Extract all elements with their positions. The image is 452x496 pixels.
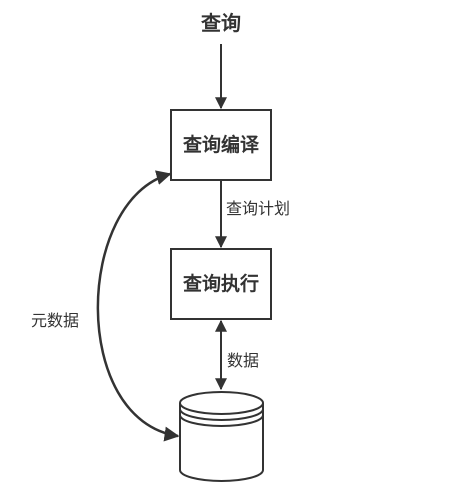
execute-box bbox=[170, 248, 272, 320]
metadata-edge-label: 元数据 bbox=[31, 311, 79, 330]
data-edge-label: 数据 bbox=[227, 351, 259, 370]
plan-edge-label: 查询计划 bbox=[226, 199, 290, 218]
compile-box bbox=[170, 109, 272, 181]
compile-label: 查询编译 bbox=[182, 133, 260, 156]
query-label: 查询 bbox=[201, 11, 241, 35]
metadata-curve-arrow bbox=[96, 170, 180, 442]
database-icon bbox=[179, 391, 264, 482]
execute-label: 查询执行 bbox=[182, 272, 259, 295]
